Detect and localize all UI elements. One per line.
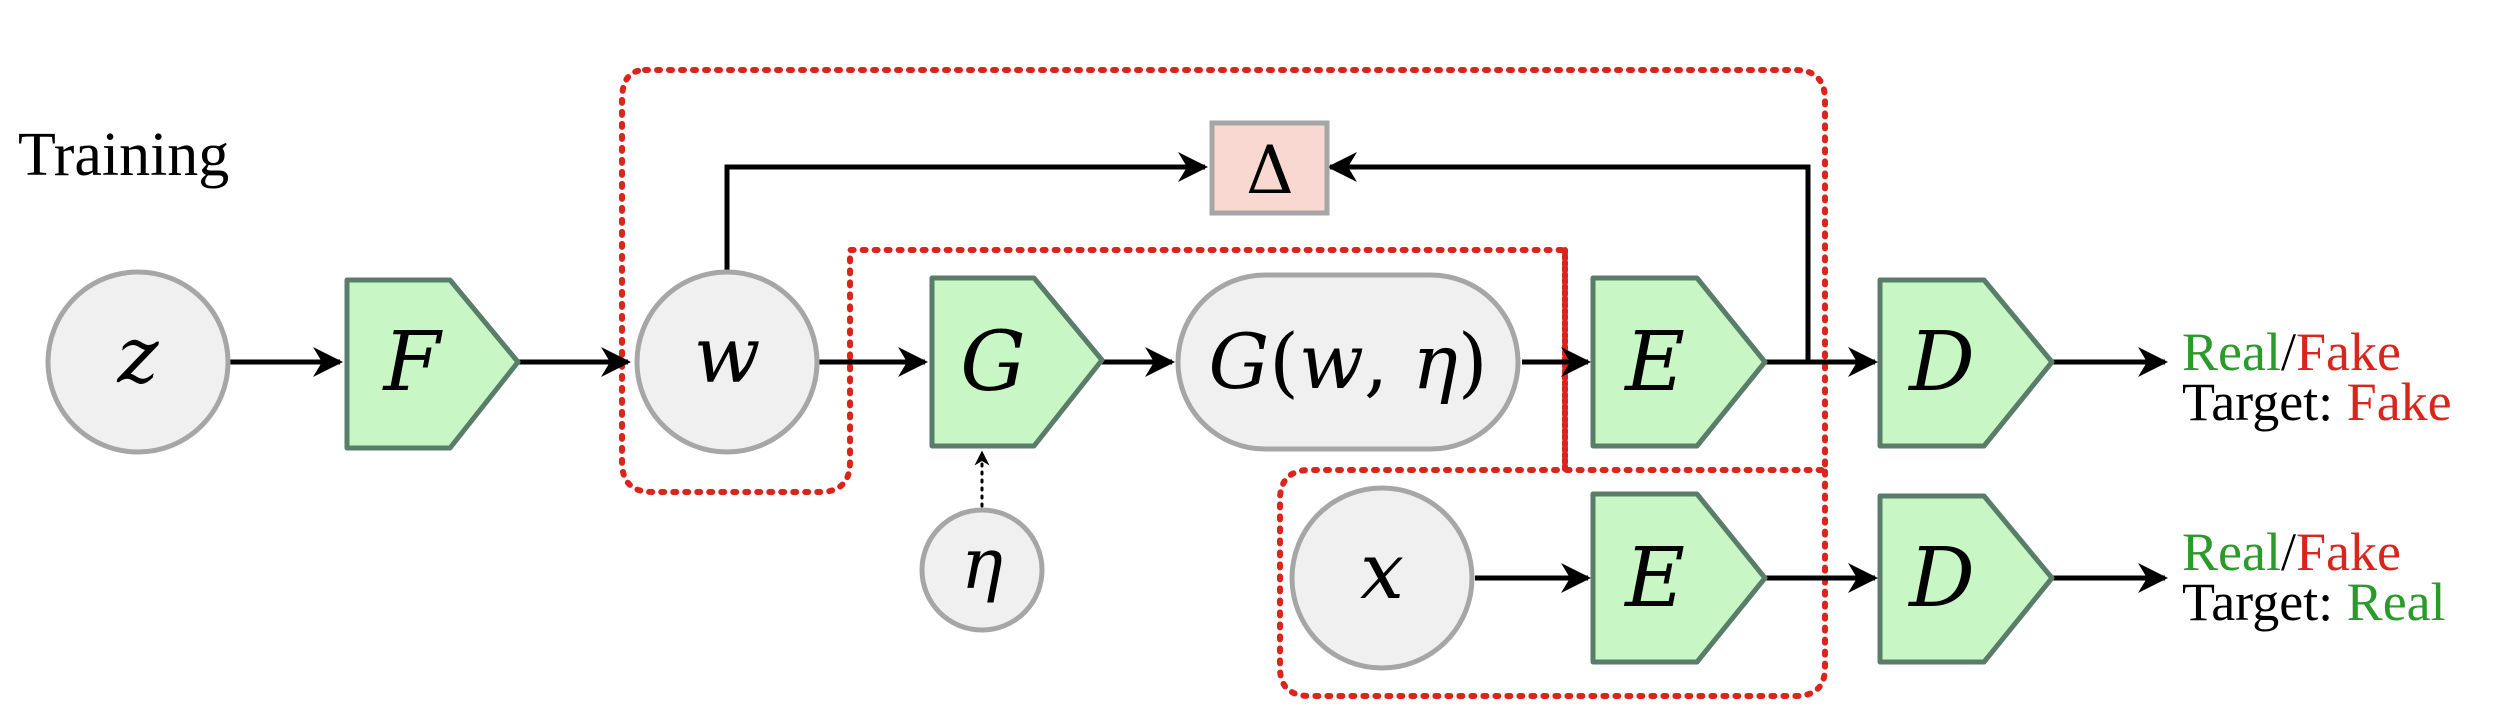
encoder-group-outline [1277,247,1828,699]
delta-loss-box: Δ [1209,120,1330,216]
block-e-bottom-label: E [1623,531,1685,626]
node-w: w [634,269,820,455]
block-e-bottom: E [1590,491,1768,665]
output-top-prediction: Real/Fake [2182,322,2401,382]
node-generated-image-label: G(w, η) [1209,317,1488,406]
node-z-label: z [116,311,159,401]
block-f-label: F [382,315,444,410]
block-d-top: D [1877,277,2055,449]
output-bottom-target: Target: Real [2182,572,2446,632]
delta-label: Δ [1246,132,1294,209]
node-z: z [45,269,231,455]
edge-w-to-delta [724,152,1208,275]
output-bottom: Real/Fake Target: Real [2182,522,2446,632]
block-d-bottom-label: D [1907,531,1975,626]
edge-e1-to-delta [1327,152,1811,362]
mapping-group-outline [619,67,1828,495]
block-e-top-label: E [1623,315,1685,410]
block-d-bottom: D [1877,493,2055,665]
block-g-label: G [960,315,1026,410]
node-x-label: x [1360,527,1404,617]
block-g: G [929,275,1105,449]
output-bottom-prediction: Real/Fake [2182,522,2401,582]
node-eta-label: η [961,523,1003,605]
block-d-top-label: D [1907,315,1975,410]
node-w-label: w [694,311,761,401]
output-top-target: Target: Fake [2182,372,2452,432]
node-eta: η [919,507,1045,633]
node-x: x [1289,485,1475,671]
diagram-caption: Training [18,121,229,189]
node-generated-image: G(w, η) [1175,272,1521,452]
block-f: F [344,277,521,451]
block-e-top: E [1590,275,1768,449]
output-top: Real/Fake Target: Fake [2182,322,2452,432]
